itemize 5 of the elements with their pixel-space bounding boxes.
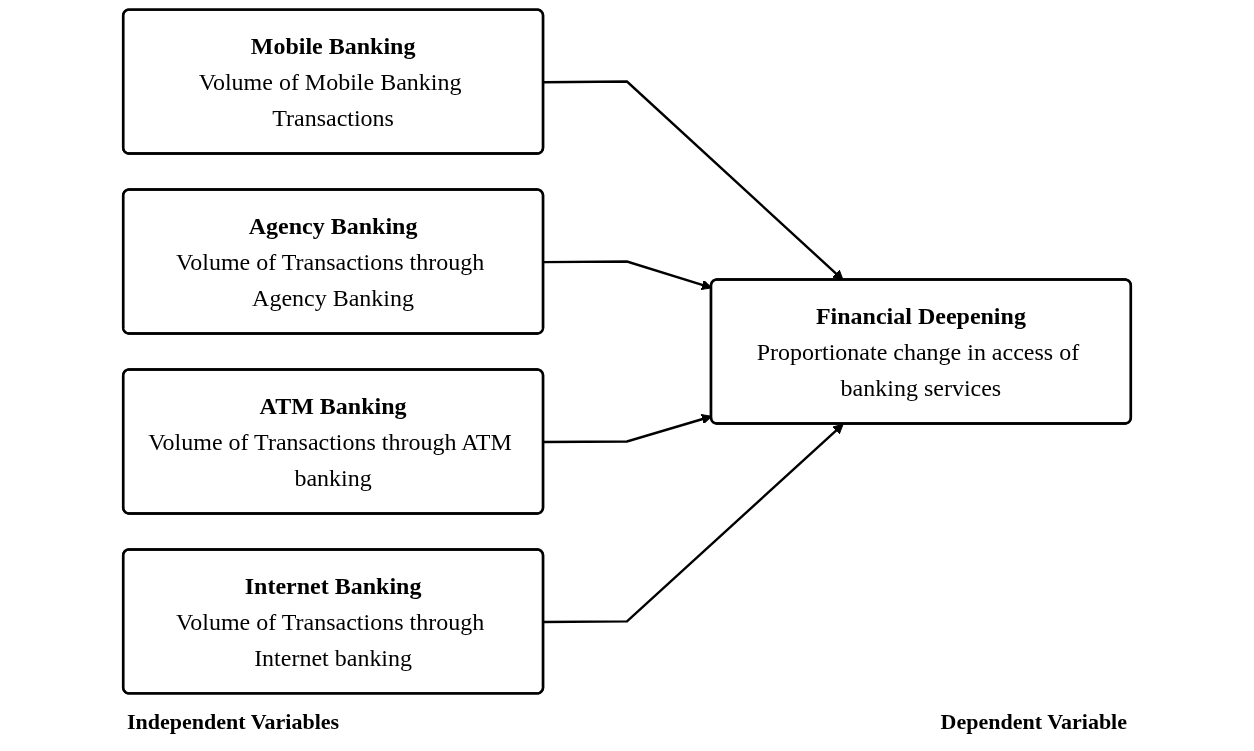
group-caption: Independent Variables — [127, 709, 340, 735]
arrow — [543, 423, 844, 624]
arrow — [543, 260, 713, 291]
group-caption: Dependent Variable — [940, 709, 1127, 735]
arrow — [543, 414, 713, 444]
